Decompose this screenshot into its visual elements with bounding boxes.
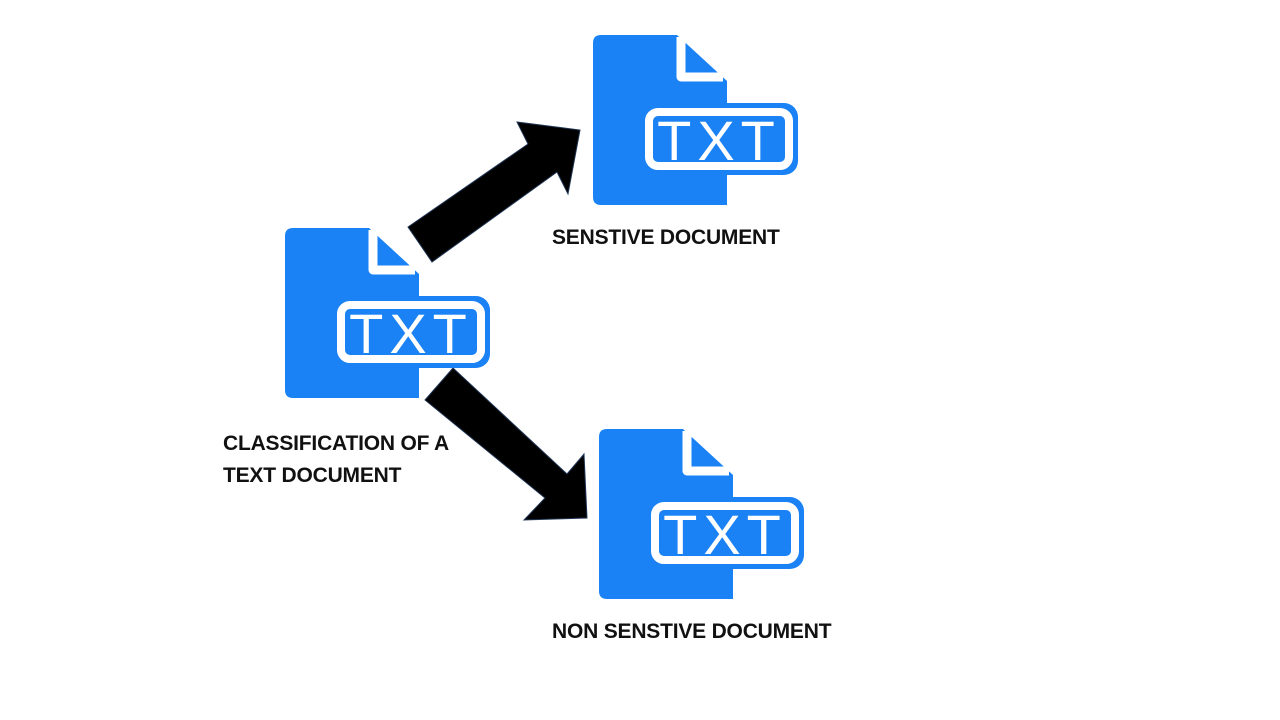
sensitive-txt-file-icon: TXT — [593, 35, 833, 215]
non-sensitive-label: NON SENSTIVE DOCUMENT — [552, 620, 832, 643]
sensitive-badge-text: TXT — [657, 109, 781, 172]
arrow-to-sensitive-icon — [407, 121, 581, 263]
source-badge-text: TXT — [349, 302, 473, 365]
source-label-line-1: CLASSIFICATION OF A — [223, 432, 450, 455]
non-sensitive-txt-file-icon: TXT — [599, 429, 839, 609]
sensitive-label: SENSTIVE DOCUMENT — [552, 226, 780, 249]
arrow-to-non-sensitive-icon — [424, 367, 588, 521]
source-label: CLASSIFICATION OF A TEXT DOCUMENT — [223, 428, 449, 492]
non-sensitive-badge-text: TXT — [663, 503, 787, 566]
source-label-line-2: TEXT DOCUMENT — [223, 464, 402, 487]
source-txt-file-icon: TXT — [285, 228, 525, 408]
